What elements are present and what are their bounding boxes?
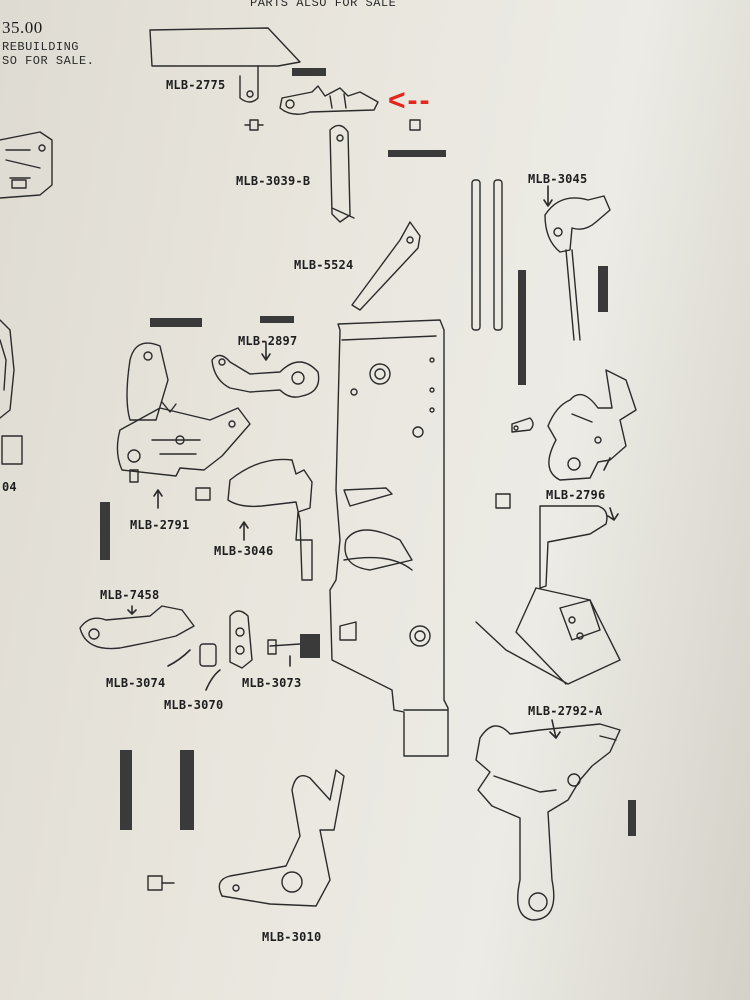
highlighted-lever-drawing	[279, 85, 379, 115]
label-mlb-3046: MLB-3046	[214, 544, 274, 558]
small-link	[511, 417, 534, 433]
small-screw-b	[409, 119, 421, 131]
spring-small-top	[292, 68, 326, 76]
header-also-for-sale-line: SO FOR SALE.	[2, 54, 95, 68]
spring-horizontal	[388, 150, 446, 157]
label-mlb-2897: MLB-2897	[238, 334, 298, 348]
label-mlb-3070: MLB-3070	[164, 698, 224, 712]
label-mlb-2792a: MLB-2792-A	[528, 704, 603, 718]
label-mlb-2775: MLB-2775	[166, 78, 226, 92]
part-mlb-2897-drawing	[211, 354, 320, 398]
header-parts-also-for-sale: PARTS ALSO FOR SALE	[250, 0, 397, 10]
left-edge-fragment-middle	[0, 319, 23, 465]
left-edge-fragment-top	[0, 131, 53, 199]
spring-bottom-a	[120, 750, 132, 830]
spring-vertical-c	[100, 502, 110, 560]
spring-vertical-b	[598, 266, 608, 312]
small-screw-e	[147, 875, 175, 891]
label-mlb-3010: MLB-3010	[262, 930, 322, 944]
frame-main-body	[329, 319, 449, 757]
part-mlb-7458-drawing	[79, 605, 195, 650]
spring-left-top	[150, 318, 202, 327]
small-screw-c	[195, 487, 211, 501]
part-mlb-2791-drawing	[116, 342, 251, 483]
spring-bottom-b	[180, 750, 194, 830]
label-mlb-2791: MLB-2791	[130, 518, 190, 532]
long-pins	[471, 179, 503, 331]
part-mlb-2775-drawing	[149, 27, 301, 103]
label-mlb-3074: MLB-3074	[106, 676, 166, 690]
header-rebuilding-line: REBUILDING	[2, 40, 80, 54]
part-mlb-5524-drawing	[351, 221, 421, 311]
label-mlb-3039b: MLB-3039-B	[236, 174, 311, 188]
label-mlb-7458: MLB-7458	[100, 588, 160, 602]
part-mlb-3073-drawing	[267, 634, 320, 658]
small-screw-a	[244, 119, 264, 131]
part-mlb-2792a-drawing	[475, 723, 621, 921]
edge-number-label: 04	[2, 480, 17, 494]
part-mlb-2796-drawing	[475, 505, 621, 685]
part-mlb-3046-drawing	[227, 458, 313, 581]
part-mlb-3074-drawing	[199, 643, 217, 667]
header-price: 35.00	[2, 18, 43, 37]
part-mlb-3010-drawing	[218, 769, 345, 907]
label-mlb-2796: MLB-2796	[546, 488, 606, 502]
part-right-hammer-drawing	[547, 369, 637, 481]
spring-vertical-a	[518, 270, 526, 385]
label-mlb-5524: MLB-5524	[294, 258, 354, 272]
spring-left-small	[260, 316, 294, 323]
label-mlb-3045: MLB-3045	[528, 172, 588, 186]
label-mlb-3073: MLB-3073	[242, 676, 302, 690]
part-mlb-3045-drawing	[544, 195, 611, 341]
red-arrow-annotation: <--	[388, 84, 432, 117]
part-mlb-3070-drawing	[229, 610, 253, 669]
part-mlb-3039b-drawing	[329, 124, 355, 223]
spring-bottom-right	[628, 800, 636, 836]
pointer-arrows	[127, 185, 619, 739]
small-screw-d	[495, 493, 511, 509]
